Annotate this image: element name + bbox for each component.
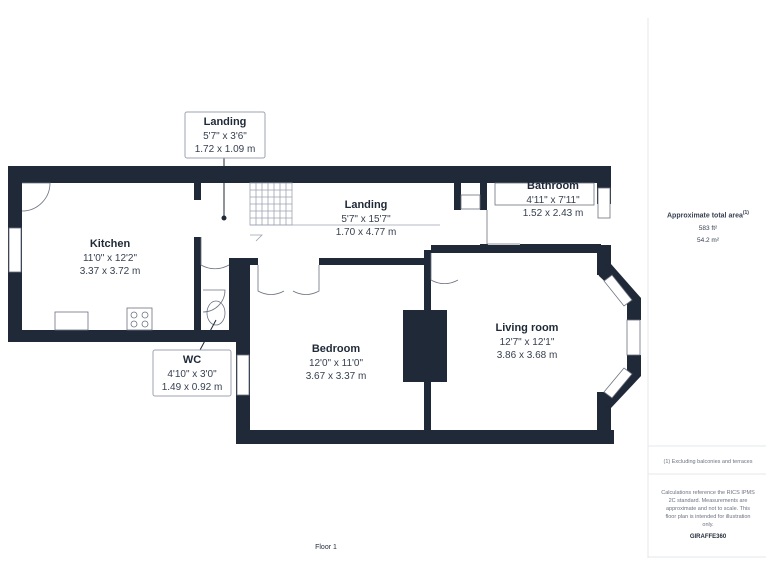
wall: [8, 330, 236, 342]
wall: [201, 330, 236, 342]
wall: [236, 258, 250, 444]
bay-window-wall: [627, 310, 641, 320]
door-swing: [430, 253, 459, 284]
door-swing: [21, 182, 51, 212]
wall: [431, 245, 601, 253]
living-room-imperial: 12'7" x 12'1": [500, 337, 555, 348]
total-area-title: Approximate total area(1): [650, 210, 766, 219]
fixtures: [54, 182, 595, 331]
kitchen-sink: [54, 311, 89, 331]
wc-callout-box: [152, 349, 232, 397]
footnote: (1) Excluding balconies and terraces: [663, 459, 753, 465]
wall: [8, 166, 611, 183]
landing-callout-name: Landing: [204, 116, 247, 128]
wc-callout-name: WC: [183, 354, 201, 366]
wall: [194, 237, 201, 335]
landing-metric: 1.70 x 4.77 m: [336, 227, 397, 238]
living-room-metric: 3.86 x 3.68 m: [497, 350, 558, 361]
disclaimer: Calculations reference the RICS IPMS 2C …: [661, 490, 755, 528]
chimney-breast: [403, 310, 447, 382]
window: [603, 274, 633, 307]
window: [603, 367, 633, 399]
basin: [460, 194, 481, 210]
window: [8, 227, 22, 273]
kitchen-name: Kitchen: [90, 238, 131, 250]
living-room-name: Living room: [496, 322, 559, 334]
callout-leader: [199, 319, 217, 351]
bedroom-metric: 3.67 x 3.37 m: [306, 371, 367, 382]
floor-label: Floor 1: [315, 544, 337, 551]
landing-callout-imperial: 5'7" x 3'6": [203, 131, 247, 142]
wall: [520, 244, 601, 251]
door-swing: [486, 210, 520, 245]
window: [626, 319, 641, 356]
landing-callout-box: [184, 111, 266, 159]
hob: [126, 307, 153, 331]
wall: [236, 258, 258, 265]
total-area-title-text: Approximate total area: [667, 212, 743, 220]
landing-name: Landing: [345, 199, 388, 211]
wall: [480, 180, 487, 210]
window: [236, 354, 250, 396]
windows: [8, 187, 641, 399]
door-swing: [257, 265, 285, 295]
door-swing: [200, 237, 230, 270]
bathroom-name: Bathroom: [527, 180, 579, 192]
wall: [229, 258, 236, 342]
bathroom-imperial: 4'11" x 7'11": [526, 195, 580, 206]
bedroom-name: Bedroom: [312, 343, 361, 355]
wc-callout-metric: 1.49 x 0.92 m: [162, 382, 223, 393]
landing-imperial: 5'7" x 15'7": [341, 214, 391, 225]
kitchen-metric: 3.37 x 3.72 m: [80, 266, 141, 277]
staircase: [249, 182, 440, 242]
bay-window-wall: [627, 355, 641, 365]
wall: [194, 180, 201, 200]
brand-logo: GIRAFFE360: [689, 534, 727, 540]
total-area-sqft: 583 ft²: [698, 225, 718, 232]
door-swing: [292, 265, 320, 295]
wall: [236, 430, 614, 444]
doors: [21, 182, 520, 313]
kitchen-imperial: 11'0" x 12'2": [83, 253, 138, 264]
wall: [319, 258, 424, 265]
wall: [454, 180, 461, 210]
total-area-sqm: 54.2 m²: [696, 237, 720, 244]
wall: [480, 244, 488, 250]
bedroom-imperial: 12'0" x 11'0": [309, 358, 364, 369]
wc-callout-imperial: 4'10" x 3'0": [167, 369, 217, 380]
toilet: [206, 300, 226, 326]
window: [597, 187, 611, 219]
total-area-note-marker: (1): [742, 210, 749, 216]
callout-dot: [221, 215, 227, 221]
bathtub: [494, 182, 595, 206]
bathroom-metric: 1.52 x 2.43 m: [523, 208, 584, 219]
landing-callout-metric: 1.72 x 1.09 m: [195, 144, 256, 155]
